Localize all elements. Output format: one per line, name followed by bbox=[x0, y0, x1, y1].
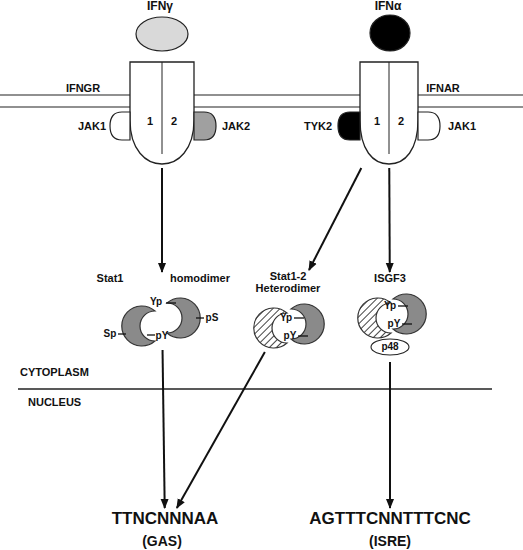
phospho-bond bbox=[196, 317, 204, 318]
p48-ellipse bbox=[371, 339, 409, 355]
label-text: 2 bbox=[398, 115, 404, 127]
receptor-outline bbox=[130, 62, 194, 164]
kinase: JAK2 bbox=[194, 112, 216, 140]
node-shape bbox=[418, 112, 440, 140]
stat-monomer bbox=[167, 298, 200, 338]
receptor-divider bbox=[389, 62, 390, 154]
nuclear-envelope-line bbox=[18, 388, 492, 389]
kinase-shape bbox=[110, 112, 130, 140]
label-text: pY bbox=[156, 330, 169, 341]
compartment-label: NUCLEUS bbox=[28, 396, 81, 408]
label-text: JAK1 bbox=[448, 120, 476, 132]
kinase-shape bbox=[418, 112, 440, 140]
label-text: JAK1 bbox=[78, 120, 106, 132]
stat-complex: ISGF3Yp pY p48 bbox=[348, 272, 432, 362]
membrane-line bbox=[0, 106, 523, 107]
label-text: Yp bbox=[280, 312, 292, 323]
label-text: 2 bbox=[171, 115, 177, 127]
label-text: (ISRE) bbox=[369, 534, 411, 549]
kinase-shape bbox=[338, 112, 360, 140]
label-text: Sp bbox=[104, 328, 117, 339]
dna-element: TTNCNNNAA (GAS) bbox=[100, 508, 230, 550]
label-text: (GAS) bbox=[142, 534, 182, 549]
kinase: TYK2 bbox=[338, 112, 360, 140]
signal-arrow bbox=[161, 168, 163, 272]
label-text: TYK2 bbox=[304, 120, 332, 132]
label-text: Stat1 bbox=[97, 272, 124, 284]
signal-arrow bbox=[389, 362, 391, 508]
compartment-label: CYTOPLASM bbox=[20, 366, 89, 378]
kinase-shape bbox=[194, 112, 216, 140]
kinase: JAK1 bbox=[110, 112, 130, 140]
stat-dimer: Stat1 homodimerYp pS Sp pY bbox=[92, 272, 232, 350]
label-text: IFNγ bbox=[147, 0, 173, 13]
signal-arrow bbox=[309, 168, 361, 270]
node-shape bbox=[128, 60, 196, 168]
label-text: 1 bbox=[374, 115, 380, 127]
label-text: Yp bbox=[384, 300, 396, 311]
ligand: IFNγ bbox=[130, 0, 194, 52]
kinase: JAK1 bbox=[418, 112, 440, 140]
label-text: p48 bbox=[381, 341, 398, 352]
ligand: IFNα bbox=[362, 0, 418, 52]
ligand-circle bbox=[370, 15, 410, 51]
node-shape bbox=[358, 60, 420, 168]
label-text: TTNCNNNAA bbox=[112, 510, 219, 529]
membrane-line bbox=[0, 94, 523, 95]
label-text: pS bbox=[206, 312, 219, 323]
phospho-bond bbox=[147, 334, 155, 335]
node-shape bbox=[338, 112, 360, 140]
phospho-bond bbox=[298, 335, 308, 336]
phospho-bond bbox=[294, 317, 304, 318]
node-shape bbox=[194, 112, 216, 140]
dna-element: AGTTTCNNTTTCNC (ISRE) bbox=[305, 508, 475, 550]
label-text: Yp bbox=[150, 296, 162, 307]
signal-arrow bbox=[163, 350, 165, 508]
label-text: IFNα bbox=[375, 0, 402, 13]
receptor: IFNAR12 bbox=[358, 60, 420, 168]
receptor-outline bbox=[360, 62, 418, 164]
label-text: JAK2 bbox=[222, 120, 250, 132]
label-text: pY bbox=[284, 330, 297, 341]
phospho-bond bbox=[398, 305, 408, 306]
stat-monomer bbox=[122, 306, 155, 346]
label-text: IFNGR bbox=[66, 82, 100, 94]
phospho-bond bbox=[166, 302, 176, 303]
ligand-circle bbox=[136, 17, 188, 51]
label-text: 1 bbox=[147, 115, 153, 127]
signal-arrow bbox=[388, 168, 391, 272]
receptor-divider bbox=[162, 62, 163, 154]
receptor: IFNGR12 bbox=[128, 60, 196, 168]
label-text: IFNAR bbox=[426, 82, 460, 94]
label-text: ISGF3 bbox=[374, 272, 406, 284]
label-text: Stat1-2 Heterodimer bbox=[250, 270, 326, 294]
stat-dimer: Stat1-2 HeterodimerYp pY bbox=[250, 270, 326, 352]
phospho-bond bbox=[118, 333, 126, 334]
p48-subunit: p48 bbox=[370, 338, 410, 356]
phospho-bond bbox=[402, 323, 412, 324]
label-text: AGTTTCNNTTTCNC bbox=[309, 510, 470, 529]
label-text: homodimer bbox=[170, 272, 230, 284]
node-shape bbox=[110, 112, 130, 140]
signal-arrow bbox=[177, 352, 265, 508]
label-text: pY bbox=[388, 318, 401, 329]
